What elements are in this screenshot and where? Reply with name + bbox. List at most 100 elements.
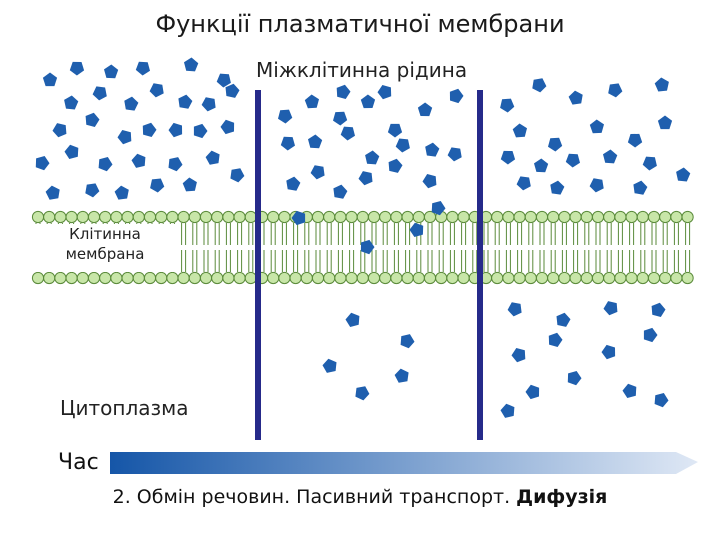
molecule bbox=[311, 165, 325, 179]
lipid-head bbox=[279, 272, 290, 283]
cytoplasm-label: Цитоплазма bbox=[60, 396, 193, 420]
lipid-head bbox=[492, 211, 503, 222]
molecule bbox=[365, 151, 379, 165]
molecule bbox=[418, 103, 432, 117]
molecule bbox=[115, 186, 129, 200]
molecule bbox=[517, 176, 531, 190]
molecule bbox=[395, 369, 409, 383]
molecule bbox=[53, 123, 67, 137]
molecule bbox=[278, 110, 292, 124]
lipid-head bbox=[548, 211, 559, 222]
lipid-head bbox=[525, 211, 536, 222]
lipid-head bbox=[514, 211, 525, 222]
lipid-head bbox=[525, 272, 536, 283]
molecule bbox=[603, 150, 617, 164]
molecule bbox=[448, 147, 462, 161]
molecule bbox=[221, 120, 235, 134]
lipid-head bbox=[133, 272, 144, 283]
lipid-head bbox=[402, 211, 413, 222]
molecule bbox=[658, 116, 672, 130]
lipid-head bbox=[55, 211, 66, 222]
molecule bbox=[206, 151, 220, 165]
molecule bbox=[655, 393, 669, 407]
molecule bbox=[602, 345, 616, 359]
molecule bbox=[423, 174, 437, 188]
lipid-head bbox=[268, 211, 279, 222]
molecule bbox=[513, 124, 527, 138]
lipid-head bbox=[156, 211, 167, 222]
lipid-head bbox=[637, 211, 648, 222]
molecule bbox=[46, 186, 60, 200]
lipid-head bbox=[514, 272, 525, 283]
cell-membrane-label: Клітинна мембрана bbox=[32, 224, 178, 272]
molecule bbox=[359, 171, 373, 185]
molecule bbox=[305, 95, 319, 109]
lipid-head bbox=[335, 211, 346, 222]
lipid-head bbox=[536, 211, 547, 222]
lipid-head bbox=[312, 272, 323, 283]
molecule bbox=[676, 168, 690, 182]
molecule bbox=[396, 139, 410, 153]
lipid-head bbox=[660, 211, 671, 222]
molecule bbox=[118, 130, 132, 144]
lipid-head bbox=[346, 211, 357, 222]
lipid-head bbox=[324, 211, 335, 222]
molecule bbox=[341, 127, 355, 141]
lipid-head bbox=[66, 272, 77, 283]
lipid-head bbox=[200, 272, 211, 283]
molecule bbox=[124, 97, 138, 111]
lipid-head bbox=[178, 272, 189, 283]
lipid-head bbox=[682, 211, 693, 222]
molecule bbox=[308, 135, 322, 149]
molecule bbox=[532, 78, 546, 92]
molecule bbox=[169, 157, 183, 171]
lipid-head bbox=[637, 272, 648, 283]
molecule bbox=[281, 137, 295, 151]
molecule bbox=[633, 181, 647, 195]
lipid-head bbox=[548, 272, 559, 283]
molecule bbox=[425, 143, 439, 157]
molecule bbox=[508, 302, 522, 316]
molecule bbox=[557, 313, 571, 327]
lipid-head bbox=[245, 211, 256, 222]
molecule bbox=[85, 183, 99, 197]
molecule bbox=[346, 313, 360, 327]
lipid-head bbox=[536, 272, 547, 283]
lipid-head bbox=[32, 211, 43, 222]
molecule bbox=[93, 86, 107, 100]
molecule bbox=[286, 177, 300, 191]
molecule bbox=[569, 91, 583, 105]
molecule bbox=[378, 85, 392, 99]
molecule bbox=[401, 334, 415, 348]
lipid-head bbox=[368, 272, 379, 283]
lipid-head bbox=[122, 211, 133, 222]
lipid-head bbox=[503, 272, 514, 283]
molecule bbox=[512, 348, 526, 362]
molecule bbox=[178, 95, 192, 109]
lipid-head bbox=[447, 211, 458, 222]
lipid-head bbox=[268, 272, 279, 283]
molecule bbox=[337, 85, 351, 99]
molecule bbox=[389, 159, 403, 173]
lipid-head bbox=[671, 211, 682, 222]
lipid-head bbox=[335, 272, 346, 283]
lipid-head bbox=[178, 211, 189, 222]
lipid-head bbox=[357, 211, 368, 222]
molecule bbox=[590, 178, 604, 192]
molecule bbox=[501, 404, 515, 418]
lipid-head bbox=[402, 272, 413, 283]
time-arrow-icon bbox=[110, 452, 698, 474]
molecule bbox=[333, 185, 347, 199]
lipid-head bbox=[581, 272, 592, 283]
lipid-head bbox=[189, 211, 200, 222]
molecule bbox=[143, 123, 157, 137]
molecule bbox=[652, 303, 666, 317]
extracellular-fluid-label: Міжклітинна рідина bbox=[252, 58, 471, 82]
molecule bbox=[70, 62, 84, 76]
lipid-head bbox=[380, 211, 391, 222]
lipid-head bbox=[312, 211, 323, 222]
lipid-head bbox=[604, 272, 615, 283]
lipid-head bbox=[559, 211, 570, 222]
molecule bbox=[184, 58, 198, 72]
lipid-head bbox=[77, 211, 88, 222]
